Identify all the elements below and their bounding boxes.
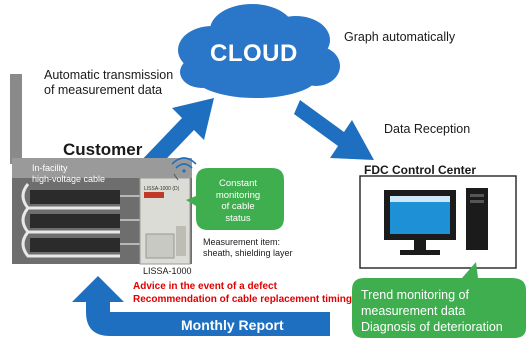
monitoring-bubble-text: Constant monitoring of cable status [197, 178, 279, 224]
device-name: LISSA-1000 [143, 266, 192, 276]
facility-label: In-facility high-voltage cable [32, 163, 105, 185]
cloud-label: CLOUD [210, 40, 298, 67]
trend-bubble [352, 262, 526, 338]
customer-title: Customer [63, 140, 143, 159]
reception-arrow [294, 100, 374, 160]
transmission-label-line: Automatic transmission [44, 68, 174, 82]
trend-line: Trend monitoring of [361, 288, 469, 302]
transmission-label: Automatic transmission of measurement da… [44, 68, 173, 98]
lissa-device [139, 173, 191, 265]
facility-label-line: high-voltage cable [32, 174, 106, 184]
trend-line: Diagnosis of deterioration [361, 320, 503, 334]
graph-caption: Graph automatically [344, 30, 456, 44]
reception-label: Data Reception [384, 122, 471, 136]
advice-text: Advice in the event of a defect Recommen… [133, 280, 352, 306]
bubble-line: of cable [221, 201, 255, 212]
facility-photo [12, 158, 192, 264]
device-panel-text: LISSA-1000 (D) [144, 186, 180, 192]
measurement-line: sheath, shielding layer [203, 248, 293, 258]
measurement-line: Measurement item: [203, 237, 281, 247]
facility-label-line: In-facility [32, 163, 68, 173]
trend-bubble-text: Trend monitoring of measurement data Dia… [361, 287, 503, 335]
bubble-line: Constant [218, 178, 258, 189]
measurement-item: Measurement item: sheath, shielding laye… [203, 237, 293, 259]
cloud-icon [178, 4, 340, 98]
transmission-label-line: of measurement data [44, 83, 163, 97]
bubble-line: monitoring [215, 189, 261, 201]
bubble-line: status [225, 212, 251, 224]
fdc-title: FDC Control Center [364, 163, 476, 177]
monthly-report-label: Monthly Report [181, 317, 284, 333]
advice-line: Recommendation of cable replacement timi… [133, 294, 352, 305]
facility-stack [10, 74, 22, 164]
computer-icon [359, 175, 517, 269]
wifi-icon [171, 157, 197, 173]
monitoring-bubble [186, 168, 284, 230]
trend-line: measurement data [361, 304, 466, 318]
monthly-report-arrow [72, 276, 330, 336]
advice-line: Advice in the event of a defect [133, 281, 277, 292]
